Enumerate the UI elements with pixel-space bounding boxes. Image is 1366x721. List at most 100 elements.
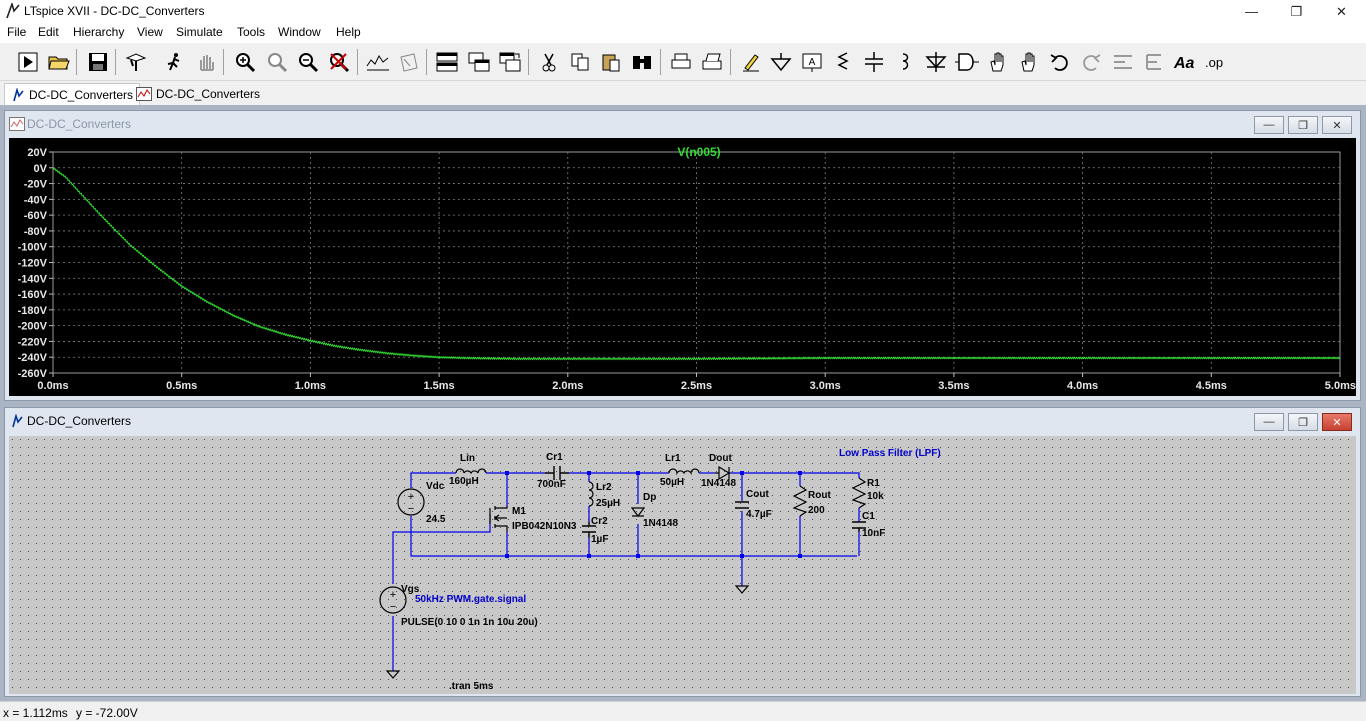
m1-value[interactable]: IPB042N10N3 (512, 521, 577, 532)
lr2-value[interactable]: 25µH (596, 498, 620, 509)
control-panel-icon[interactable] (123, 49, 149, 75)
waveform-minimize-button[interactable]: — (1254, 116, 1284, 134)
3d-icon[interactable] (396, 49, 422, 75)
print-icon[interactable] (668, 49, 694, 75)
menu-help[interactable]: Help (336, 25, 361, 39)
schematic-window-titlebar[interactable]: DC-DC_Converters — ❐ ✕ (5, 408, 1360, 434)
schematic-minimize-button[interactable]: — (1254, 413, 1284, 431)
cut-icon[interactable] (536, 49, 562, 75)
resistor-icon[interactable] (830, 49, 856, 75)
lr1-value[interactable]: 50µH (660, 477, 684, 488)
print-preview-icon[interactable] (699, 49, 725, 75)
paste-icon[interactable] (598, 49, 624, 75)
redo-icon[interactable] (1078, 49, 1104, 75)
rout-ref[interactable]: Rout (808, 490, 831, 501)
cr2-value[interactable]: 1µF (591, 534, 608, 545)
r1-ref[interactable]: R1 (867, 478, 880, 489)
menu-tools[interactable]: Tools (237, 25, 266, 39)
cout-capacitor-symbol[interactable] (735, 501, 749, 509)
lr2-ref[interactable]: Lr2 (596, 482, 612, 493)
menu-simulate[interactable]: Simulate (176, 25, 223, 39)
waveform-plot[interactable]: 20V0V-20V-40V-60V-80V-100V-120V-140V-160… (9, 138, 1356, 396)
tab-waveform[interactable]: DC-DC_Converters (130, 83, 266, 105)
text-icon[interactable]: Aa (1172, 49, 1198, 75)
cout-value[interactable]: 4.7µF (746, 509, 772, 520)
vdc-value[interactable]: 24.5 (426, 514, 446, 525)
cr2-ref[interactable]: Cr2 (591, 516, 608, 527)
schematic-canvas[interactable]: + − + − (9, 436, 1356, 694)
restore-button[interactable]: ❐ (1290, 3, 1303, 19)
zoom-in-icon[interactable] (232, 49, 258, 75)
lin-value[interactable]: 160µH (449, 476, 479, 487)
undo-icon[interactable] (1047, 49, 1073, 75)
dout-value[interactable]: 1N4148 (701, 478, 736, 489)
c1-value[interactable]: 10nF (862, 528, 885, 539)
c1-capacitor-symbol[interactable] (852, 521, 866, 532)
trace-v-n005[interactable] (52, 167, 1341, 361)
zoom-area-icon[interactable] (264, 49, 290, 75)
waveform-restore-button[interactable]: ❐ (1288, 116, 1318, 134)
dp-ref[interactable]: Dp (643, 492, 656, 503)
waveform-window-titlebar[interactable]: DC-DC_Converters — ❐ ✕ (5, 111, 1360, 137)
inductor-icon[interactable] (892, 49, 918, 75)
rotate-icon[interactable] (1110, 49, 1136, 75)
autorange-icon[interactable] (365, 49, 391, 75)
find-icon[interactable] (629, 49, 655, 75)
draw-wire-icon[interactable] (738, 49, 764, 75)
copy-icon[interactable] (567, 49, 593, 75)
save-icon[interactable] (85, 49, 111, 75)
rout-value[interactable]: 200 (808, 505, 825, 516)
vgs-ref[interactable]: Vgs (401, 584, 420, 595)
tab-schematic[interactable]: DC-DC_Converters (4, 83, 141, 105)
zoom-out-icon[interactable] (295, 49, 321, 75)
lin-ref[interactable]: Lin (460, 453, 475, 464)
lr1-ref[interactable]: Lr1 (665, 453, 681, 464)
schematic-close-button[interactable]: ✕ (1322, 413, 1352, 431)
c1-ref[interactable]: C1 (862, 511, 875, 522)
cout-ref[interactable]: Cout (746, 489, 769, 500)
m1-ref[interactable]: M1 (512, 506, 526, 517)
menu-window[interactable]: Window (278, 25, 321, 39)
label-net-icon[interactable]: A (799, 49, 825, 75)
cr2-capacitor-symbol[interactable] (582, 522, 596, 538)
lr2-inductor-symbol[interactable] (588, 481, 594, 507)
drag-icon[interactable] (1016, 49, 1042, 75)
diode-icon[interactable] (923, 49, 949, 75)
ground-icon[interactable] (768, 49, 794, 75)
r1-resistor-symbol[interactable] (851, 477, 867, 509)
vgs-value[interactable]: PULSE(0 10 0 1n 1n 10u 20u) (401, 617, 538, 628)
dp-value[interactable]: 1N4148 (643, 518, 678, 529)
cr1-capacitor-symbol[interactable] (545, 466, 569, 480)
close-button[interactable]: ✕ (1336, 3, 1347, 19)
waveform-close-button[interactable]: ✕ (1322, 116, 1352, 134)
capacitor-icon[interactable] (861, 49, 887, 75)
move-icon[interactable] (985, 49, 1011, 75)
spice-directive-icon[interactable]: .op (1203, 49, 1229, 75)
m1-mosfet-symbol[interactable] (489, 506, 508, 532)
rout-resistor-symbol[interactable] (792, 485, 808, 517)
cr1-ref[interactable]: Cr1 (546, 452, 563, 463)
vdc-source-symbol[interactable]: + − (397, 488, 425, 516)
lpf-comment[interactable]: Low Pass Filter (LPF) (839, 448, 941, 459)
pwm-comment[interactable]: 50kHz PWM.gate.signal (415, 594, 526, 605)
menu-view[interactable]: View (137, 25, 163, 39)
mirror-icon[interactable] (1141, 49, 1167, 75)
dout-ref[interactable]: Dout (709, 453, 732, 464)
dout-diode-symbol[interactable] (715, 465, 731, 481)
minimize-button[interactable]: — (1245, 4, 1258, 19)
trace-title[interactable]: V(n005) (677, 145, 720, 159)
cr1-value[interactable]: 700nF (537, 479, 566, 490)
menu-hierarchy[interactable]: Hierarchy (73, 25, 125, 39)
halt-icon[interactable] (161, 49, 187, 75)
menu-edit[interactable]: Edit (38, 25, 59, 39)
component-icon[interactable] (954, 49, 980, 75)
tran-directive[interactable]: .tran 5ms (449, 681, 494, 692)
schematic-restore-button[interactable]: ❐ (1288, 413, 1318, 431)
cascade-icon[interactable] (466, 49, 492, 75)
pan-icon[interactable] (193, 49, 219, 75)
dp-diode-symbol[interactable] (630, 507, 646, 517)
zoom-cancel-icon[interactable] (326, 49, 352, 75)
tile-horizontal-icon[interactable] (434, 49, 460, 75)
vdc-ref[interactable]: Vdc (426, 481, 445, 492)
open-icon[interactable] (46, 49, 72, 75)
